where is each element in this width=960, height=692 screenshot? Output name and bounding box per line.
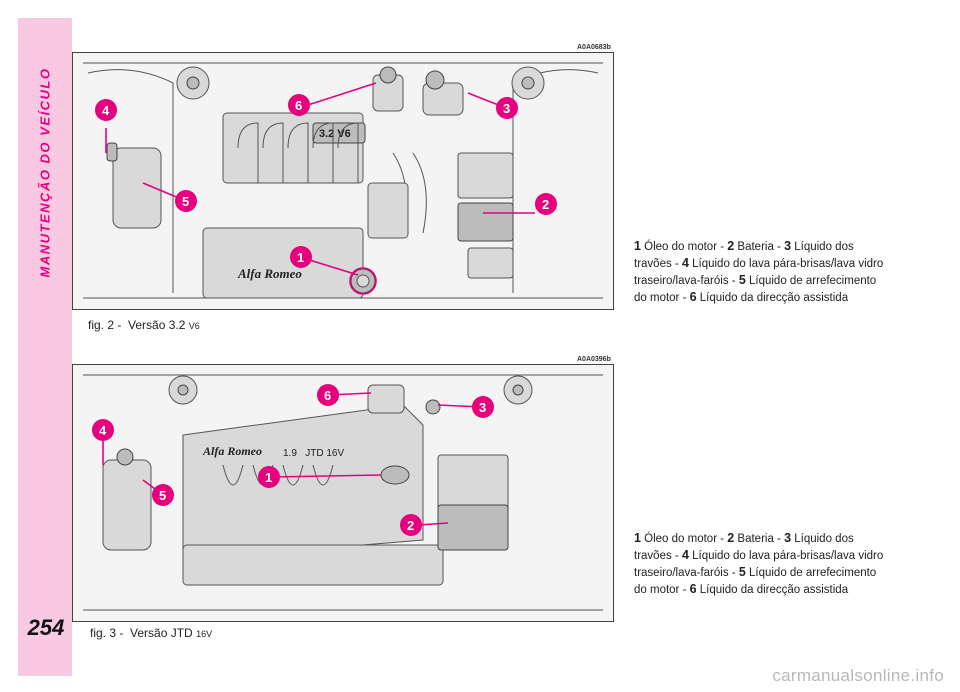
svg-text:2: 2: [542, 197, 549, 212]
figure-code-1: A0A0683b: [577, 44, 611, 51]
callout-6-jtd: 6: [317, 384, 339, 406]
svg-text:4: 4: [99, 423, 107, 438]
svg-text:6: 6: [324, 388, 331, 403]
callout-3-v6: 3: [496, 97, 518, 119]
figure-engine-v6: 3.2 V6 Alfa Romeo: [72, 52, 614, 310]
side-band: [18, 18, 72, 676]
engine-v6-illustration: 3.2 V6 Alfa Romeo: [83, 62, 603, 299]
callout-5-jtd: 5: [152, 484, 174, 506]
callout-1-v6: 1: [290, 246, 312, 268]
figure-caption-2: fig. 3 - Versão JTD 16V: [90, 626, 213, 640]
svg-text:4: 4: [102, 103, 110, 118]
svg-text:5: 5: [159, 488, 166, 503]
callout-5-v6: 5: [175, 190, 197, 212]
svg-text:2: 2: [407, 518, 414, 533]
brand-label-v6: Alfa Romeo: [237, 266, 302, 281]
callout-2-jtd: 2: [400, 514, 422, 536]
section-title: MANUTENÇÃO DO VEÍCULO: [37, 67, 53, 277]
figure-code-2: A0A0396b: [577, 356, 611, 363]
callout-2-v6: 2: [535, 193, 557, 215]
svg-text:1: 1: [297, 250, 304, 265]
page-number: 254: [27, 615, 65, 640]
brand-label-jtd: Alfa Romeo: [202, 444, 262, 458]
svg-text:6: 6: [295, 98, 302, 113]
svg-text:1: 1: [265, 470, 272, 485]
svg-text:3: 3: [479, 400, 486, 415]
callout-4-v6: 4: [95, 99, 117, 121]
watermark: carmanualsonline.info: [772, 666, 944, 685]
figure-engine-jtd: Alfa Romeo 1.9 JTD 16V 1 2: [72, 364, 614, 622]
callout-4-jtd: 4: [92, 419, 114, 441]
legend-fig3: 1 Óleo do motor - 2 Bateria - 3 Líquido …: [634, 531, 884, 596]
svg-text:5: 5: [182, 194, 189, 209]
legend-fig2: 1 Óleo do motor - 2 Bateria - 3 Líquido …: [634, 239, 884, 304]
engine-label-v6: 3.2 V6: [319, 128, 351, 140]
callout-3-jtd: 3: [472, 396, 494, 418]
figure-caption-1: fig. 2 - Versão 3.2 V6: [88, 318, 200, 332]
callout-6-v6: 6: [288, 94, 310, 116]
callout-1-jtd: 1: [258, 466, 280, 488]
engine-label-jtd: 1.9 JTD 16V: [283, 448, 344, 459]
svg-text:3: 3: [503, 101, 510, 116]
engine-jtd-illustration: Alfa Romeo 1.9 JTD 16V 1 2: [83, 374, 603, 611]
